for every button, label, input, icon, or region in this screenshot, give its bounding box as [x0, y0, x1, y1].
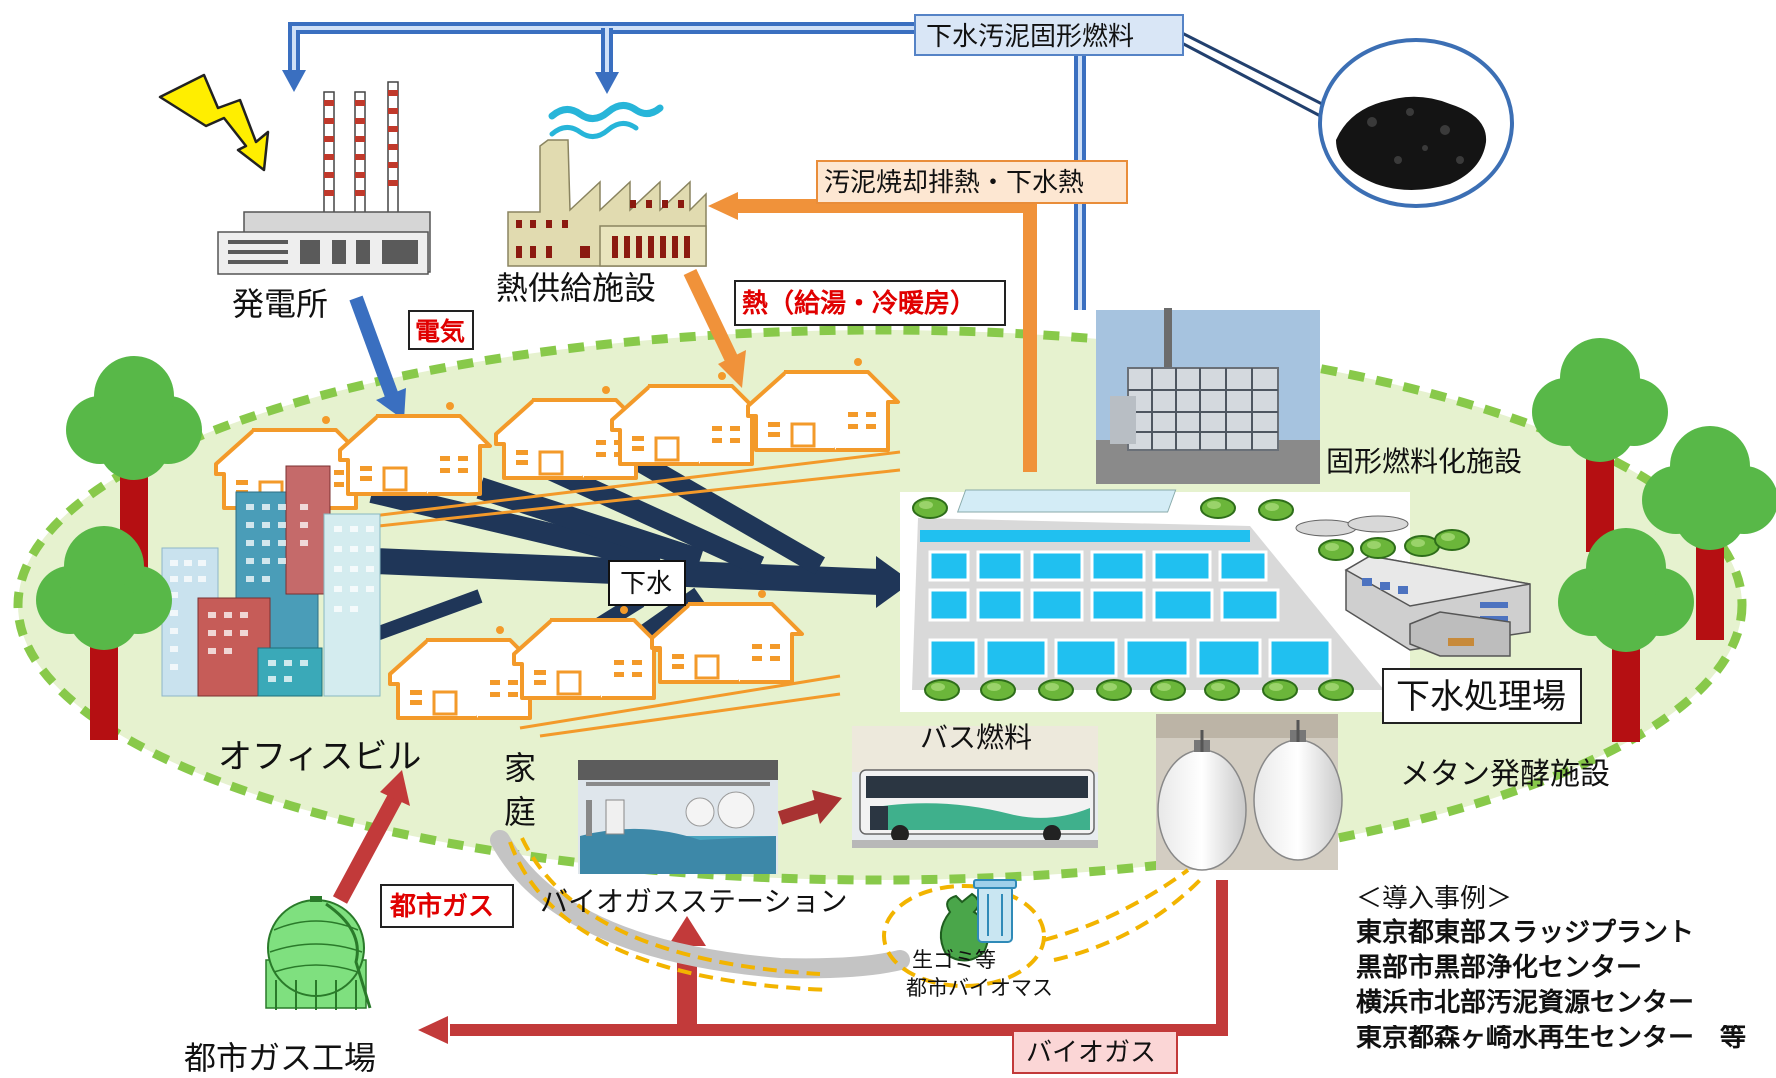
houses-bottom-row — [388, 588, 841, 738]
solid-fuel-facility-label: 固形燃料化施設 — [1326, 445, 1523, 478]
electricity-flow — [349, 295, 406, 420]
houses-top-row — [214, 356, 901, 530]
trash-bin-icon — [973, 879, 1017, 943]
lightning-icon — [158, 73, 270, 172]
case-study-item: 横浜市北部汚泥資源センター — [1356, 988, 1695, 1018]
heat-use-flow — [683, 268, 746, 388]
waste-heat-flow — [708, 192, 1037, 472]
sewage-arrowhead — [876, 556, 912, 608]
bus-fuel-photo — [852, 726, 1098, 848]
sludge-fuel-box: 下水汚泥固形燃料 — [914, 14, 1184, 56]
city-gas-plant-label: 都市ガス工場 — [184, 1039, 377, 1077]
solid-fuel-pellets-image — [1318, 38, 1514, 208]
office-buildings-icon — [161, 465, 381, 697]
solid-fuel-facility-photo — [1096, 308, 1320, 484]
power-plant-icon — [217, 81, 431, 275]
city-gas-plant-icon — [265, 896, 372, 1010]
waste-heat-box: 汚泥焼却排熱・下水熱 — [816, 160, 1128, 204]
biomass-label-line2: 都市バイオマス — [906, 976, 1053, 1000]
heat-use-box: 熱（給湯・冷暖房） — [734, 280, 1006, 326]
biogas-to-bus-arrow — [777, 790, 842, 825]
case-study-item: 東京都東部スラッジプラント — [1356, 918, 1695, 948]
biogas-box: バイオガス — [1012, 1030, 1178, 1074]
home-label-line1: 家 — [504, 749, 537, 787]
sewage-box: 下水 — [608, 560, 686, 606]
biomass-gray-flow — [490, 830, 910, 979]
heat-supply-facility-icon — [507, 102, 707, 267]
biogas-station-label: バイオガスステーション — [540, 885, 848, 918]
city-gas-box: 都市ガス — [380, 884, 514, 928]
case-study-item: 東京都森ヶ崎水再生センター 等 — [1356, 1025, 1747, 1053]
sewage-plant-illustration — [900, 489, 1531, 712]
case-studies-heading: ＜導入事例＞ — [1356, 884, 1513, 914]
office-building-label: オフィスビル — [218, 737, 422, 777]
methane-facility-label: メタン発酵施設 — [1400, 757, 1610, 792]
heat-supply-label: 熱供給施設 — [496, 269, 657, 307]
methane-fermentation-photo — [1156, 714, 1343, 871]
case-studies: ＜導入事例＞ 東京都東部スラッジプラント 黒部市黒部浄化センター 横浜市北部汚泥… — [1356, 886, 1766, 1060]
solid-fuel-flow — [282, 22, 1331, 310]
biogas-station-photo — [578, 760, 778, 874]
home-label-line2: 庭 — [504, 793, 537, 831]
biomass-dashed-flows — [508, 837, 1202, 992]
electricity-box: 電気 — [408, 310, 474, 350]
sewage-plant-label: 下水処理場 — [1382, 668, 1582, 724]
power-plant-label: 発電所 — [232, 285, 329, 323]
bus-fuel-label: バス燃料 — [920, 721, 1033, 754]
city-gas-flow — [332, 770, 410, 904]
case-study-item: 黒部市黒部浄化センター — [1356, 953, 1643, 983]
biomass-label-line1: 生ゴミ等 — [912, 948, 996, 972]
